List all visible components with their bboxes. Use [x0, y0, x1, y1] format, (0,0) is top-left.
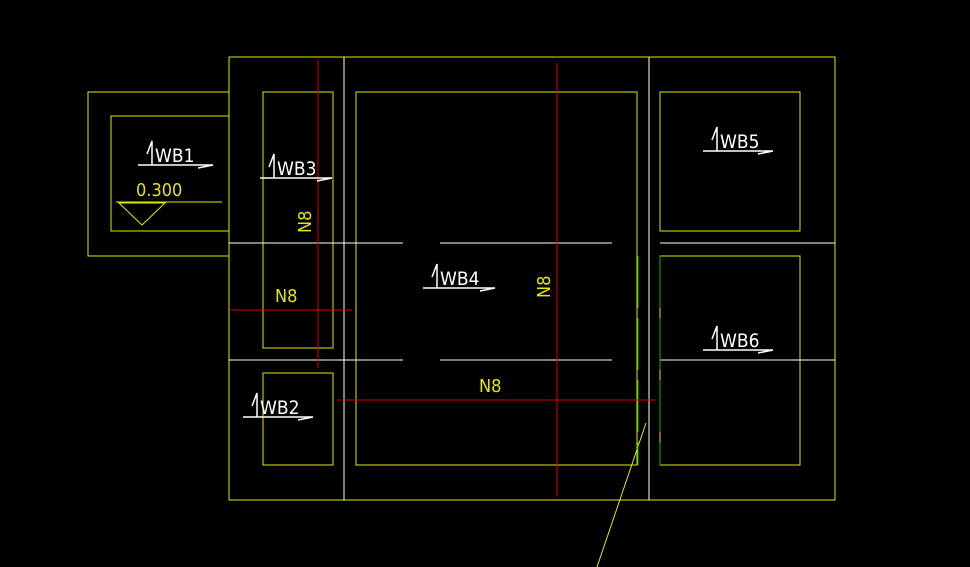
- slab-label-text: WB2: [260, 397, 300, 419]
- slab-label-wb4[interactable]: WB4: [423, 263, 496, 292]
- rebar-label-wb3-vertical[interactable]: N8: [295, 211, 316, 233]
- slab-label-text: WB5: [720, 131, 760, 153]
- wb4-outline[interactable]: [355, 91, 638, 466]
- elevation-triangle-icon: [117, 202, 167, 226]
- hidden-line-layer: [637, 256, 661, 465]
- slab-mark-icon: [703, 325, 774, 354]
- wb5-outline[interactable]: [659, 91, 801, 232]
- slab-label-text: WB3: [277, 158, 317, 180]
- slab-label-text: WB6: [720, 330, 760, 352]
- slab-mark-icon: [138, 140, 214, 169]
- slab-label-wb2[interactable]: WB2: [243, 392, 314, 421]
- slab-label-wb3[interactable]: WB3: [260, 153, 333, 182]
- rebar-line-layer: [231, 60, 657, 497]
- rebar-label-wb4-vertical[interactable]: N8: [534, 276, 555, 298]
- slab-mark-icon: [423, 263, 496, 292]
- wb3-outline[interactable]: [262, 91, 334, 349]
- building-outer-outline[interactable]: [228, 56, 836, 501]
- wb1-outer-outline[interactable]: [87, 91, 229, 257]
- slab-mark-icon: [703, 126, 774, 155]
- slab-label-wb1[interactable]: WB1: [138, 140, 214, 169]
- slab-label-wb5[interactable]: WB5: [703, 126, 774, 155]
- wall-line-layer: [229, 57, 835, 500]
- rebar-label-wb4-horizontal[interactable]: N8: [479, 376, 501, 397]
- slab-label-wb6[interactable]: WB6: [703, 325, 774, 354]
- rebar-label-wb3-horizontal[interactable]: N8: [275, 286, 297, 307]
- slab-label-text: WB4: [440, 268, 480, 290]
- elevation-marker[interactable]: 0.300: [116, 180, 222, 226]
- wb2-outline[interactable]: [262, 372, 334, 466]
- wb1-inner-outline[interactable]: [110, 115, 229, 232]
- slab-mark-icon: [260, 153, 333, 182]
- slab-mark-icon: [243, 392, 314, 421]
- slab-label-text: WB1: [155, 145, 195, 167]
- elevation-value: 0.300: [136, 180, 182, 201]
